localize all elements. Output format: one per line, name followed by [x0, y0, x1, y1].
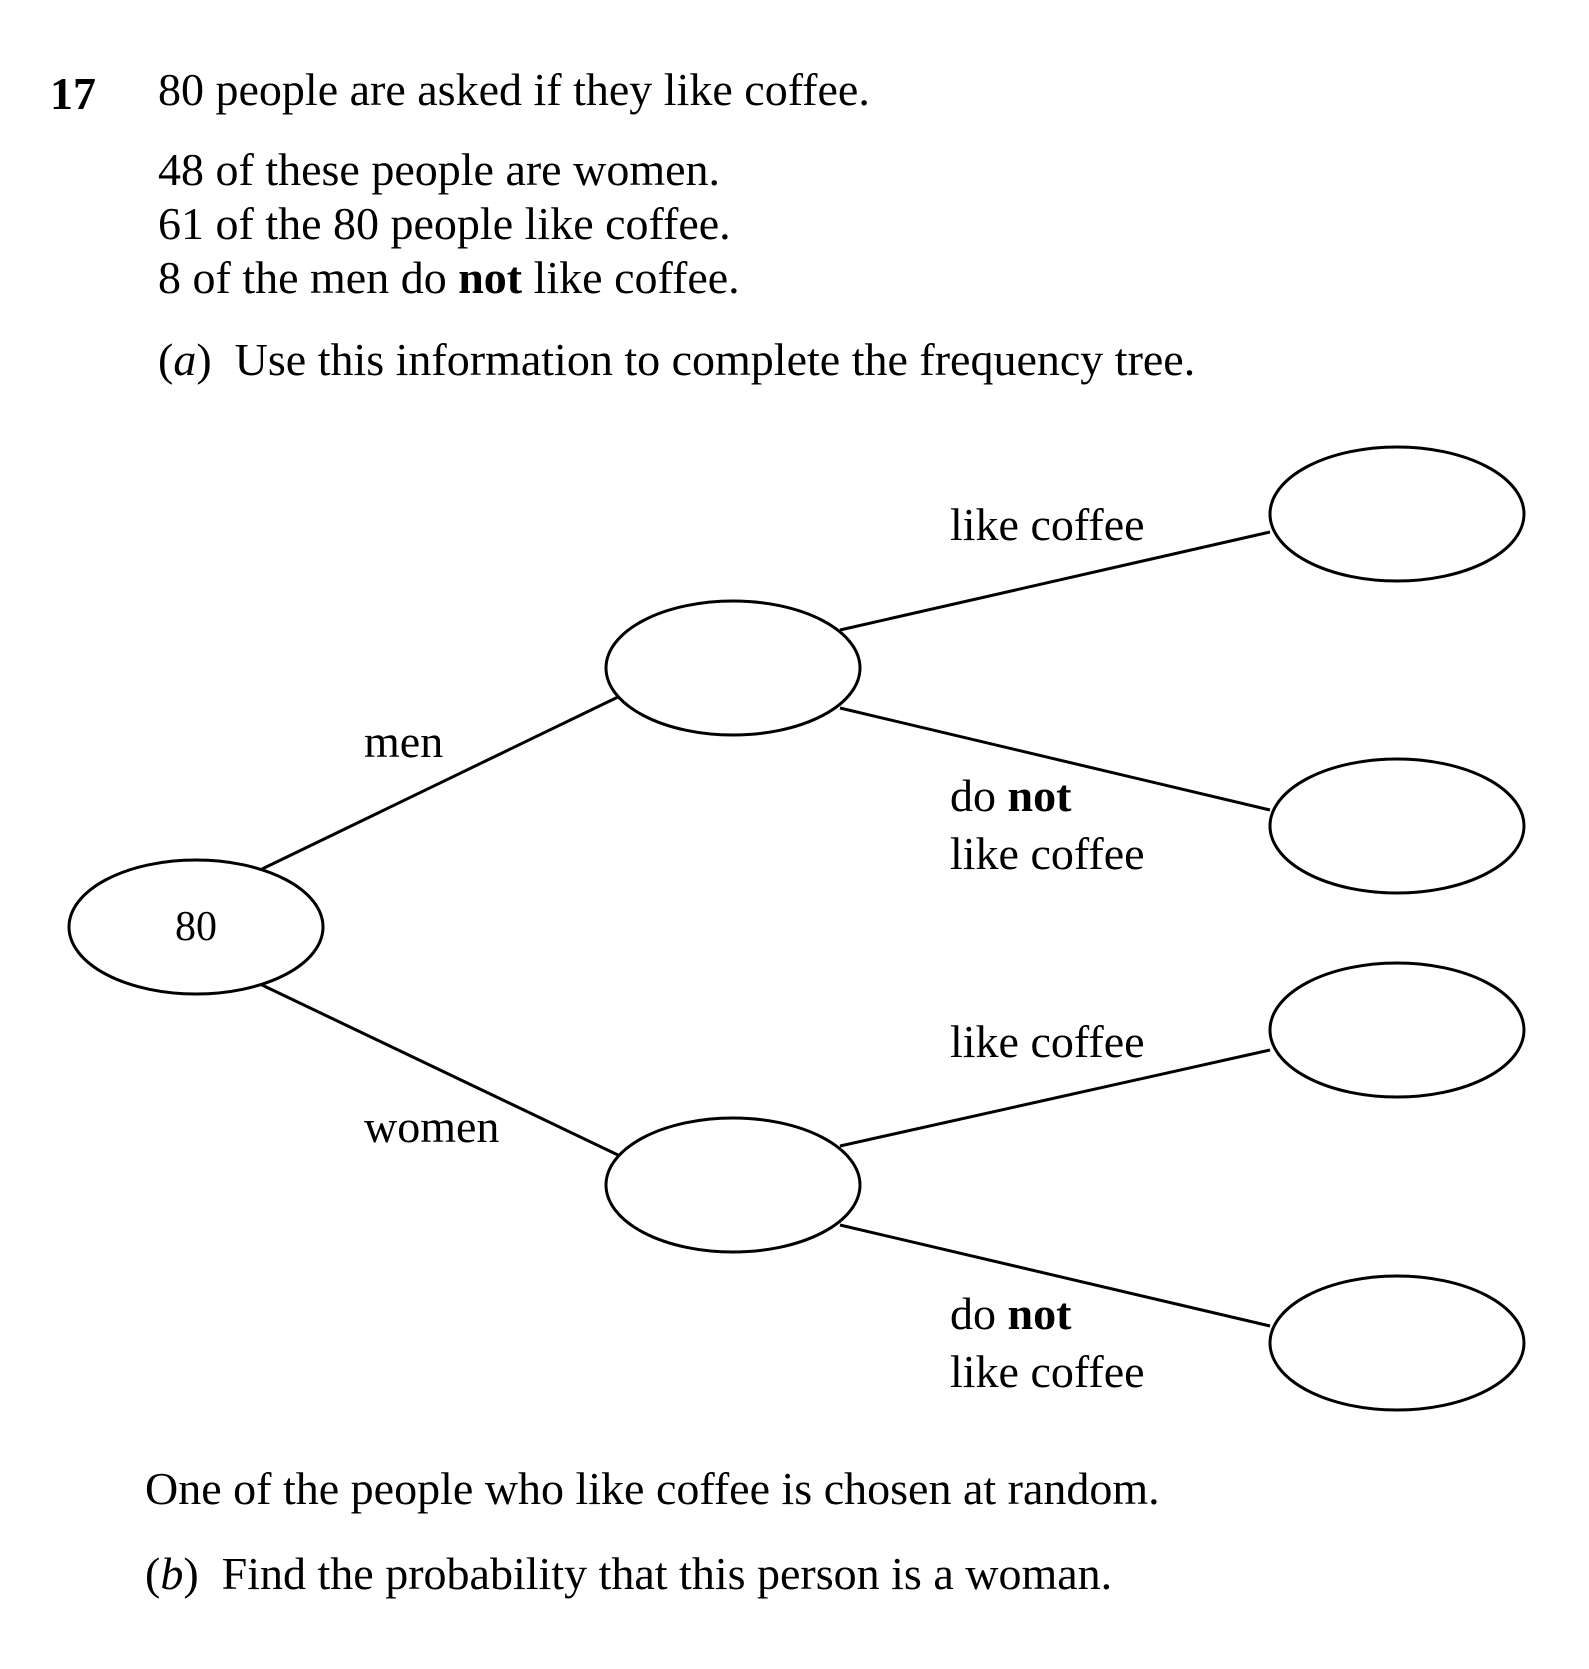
part-b-label: b [160, 1548, 184, 1599]
branch-label-women-not-line1: do not [950, 1285, 1071, 1343]
branch-men-not-line [839, 706, 1271, 812]
question-number: 17 [50, 68, 96, 119]
branch-label-men-not-do: do [950, 770, 1008, 821]
branch-label-women: women [364, 1101, 500, 1152]
question-intro: 80 people are asked if they like coffee. [158, 64, 870, 115]
fact-men-not-like: 8 of the men do not like coffee. [158, 250, 740, 306]
part-a-label: a [173, 334, 197, 385]
root-node-value: 80 [175, 904, 217, 950]
fact-men-not-like-part1: 8 of the men do [158, 252, 459, 303]
branch-label-men-like: like coffee [950, 499, 1145, 550]
fact-like-coffee: 61 of the 80 people like coffee. [158, 198, 731, 249]
branch-men-line [261, 695, 619, 871]
fact-women: 48 of these people are women. [158, 144, 721, 195]
branch-women-line [261, 983, 619, 1157]
branch-label-men-not-emphasis: not [1007, 770, 1072, 821]
part-b-text: Find the probability that this person is… [221, 1548, 1113, 1599]
branch-men-like-line [839, 530, 1271, 632]
women-not-like-coffee-answer-box[interactable] [1268, 1274, 1526, 1412]
branch-women-not-line [839, 1223, 1271, 1328]
branch-label-men-not-line2: like coffee [950, 828, 1145, 879]
fact-men-not-like-part2: like coffee. [522, 252, 740, 303]
branch-label-men-not-line1: do not [950, 767, 1071, 825]
root-node [67, 858, 325, 996]
fact-men-not-like-emphasis: not [458, 252, 523, 303]
women-like-coffee-answer-box[interactable] [1268, 961, 1526, 1099]
women-node-answer-box[interactable] [604, 1116, 862, 1254]
branch-women-like-line [839, 1048, 1271, 1148]
part-a-text: Use this information to complete the fre… [234, 334, 1196, 385]
part-b: (b) Find the probability that this perso… [145, 1548, 1113, 1599]
part-a: (a) Use this information to complete the… [158, 334, 1196, 385]
men-node-answer-box[interactable] [604, 599, 862, 737]
men-like-coffee-answer-box[interactable] [1268, 445, 1526, 583]
follow-up-text: One of the people who like coffee is cho… [145, 1463, 1160, 1514]
branch-label-women-not-emphasis: not [1007, 1288, 1072, 1339]
branch-label-women-not-line2: like coffee [950, 1346, 1145, 1397]
men-not-like-coffee-answer-box[interactable] [1268, 757, 1526, 895]
branch-label-women-not-do: do [950, 1288, 1008, 1339]
branch-label-women-like: like coffee [950, 1016, 1145, 1067]
branch-label-men: men [364, 716, 444, 767]
